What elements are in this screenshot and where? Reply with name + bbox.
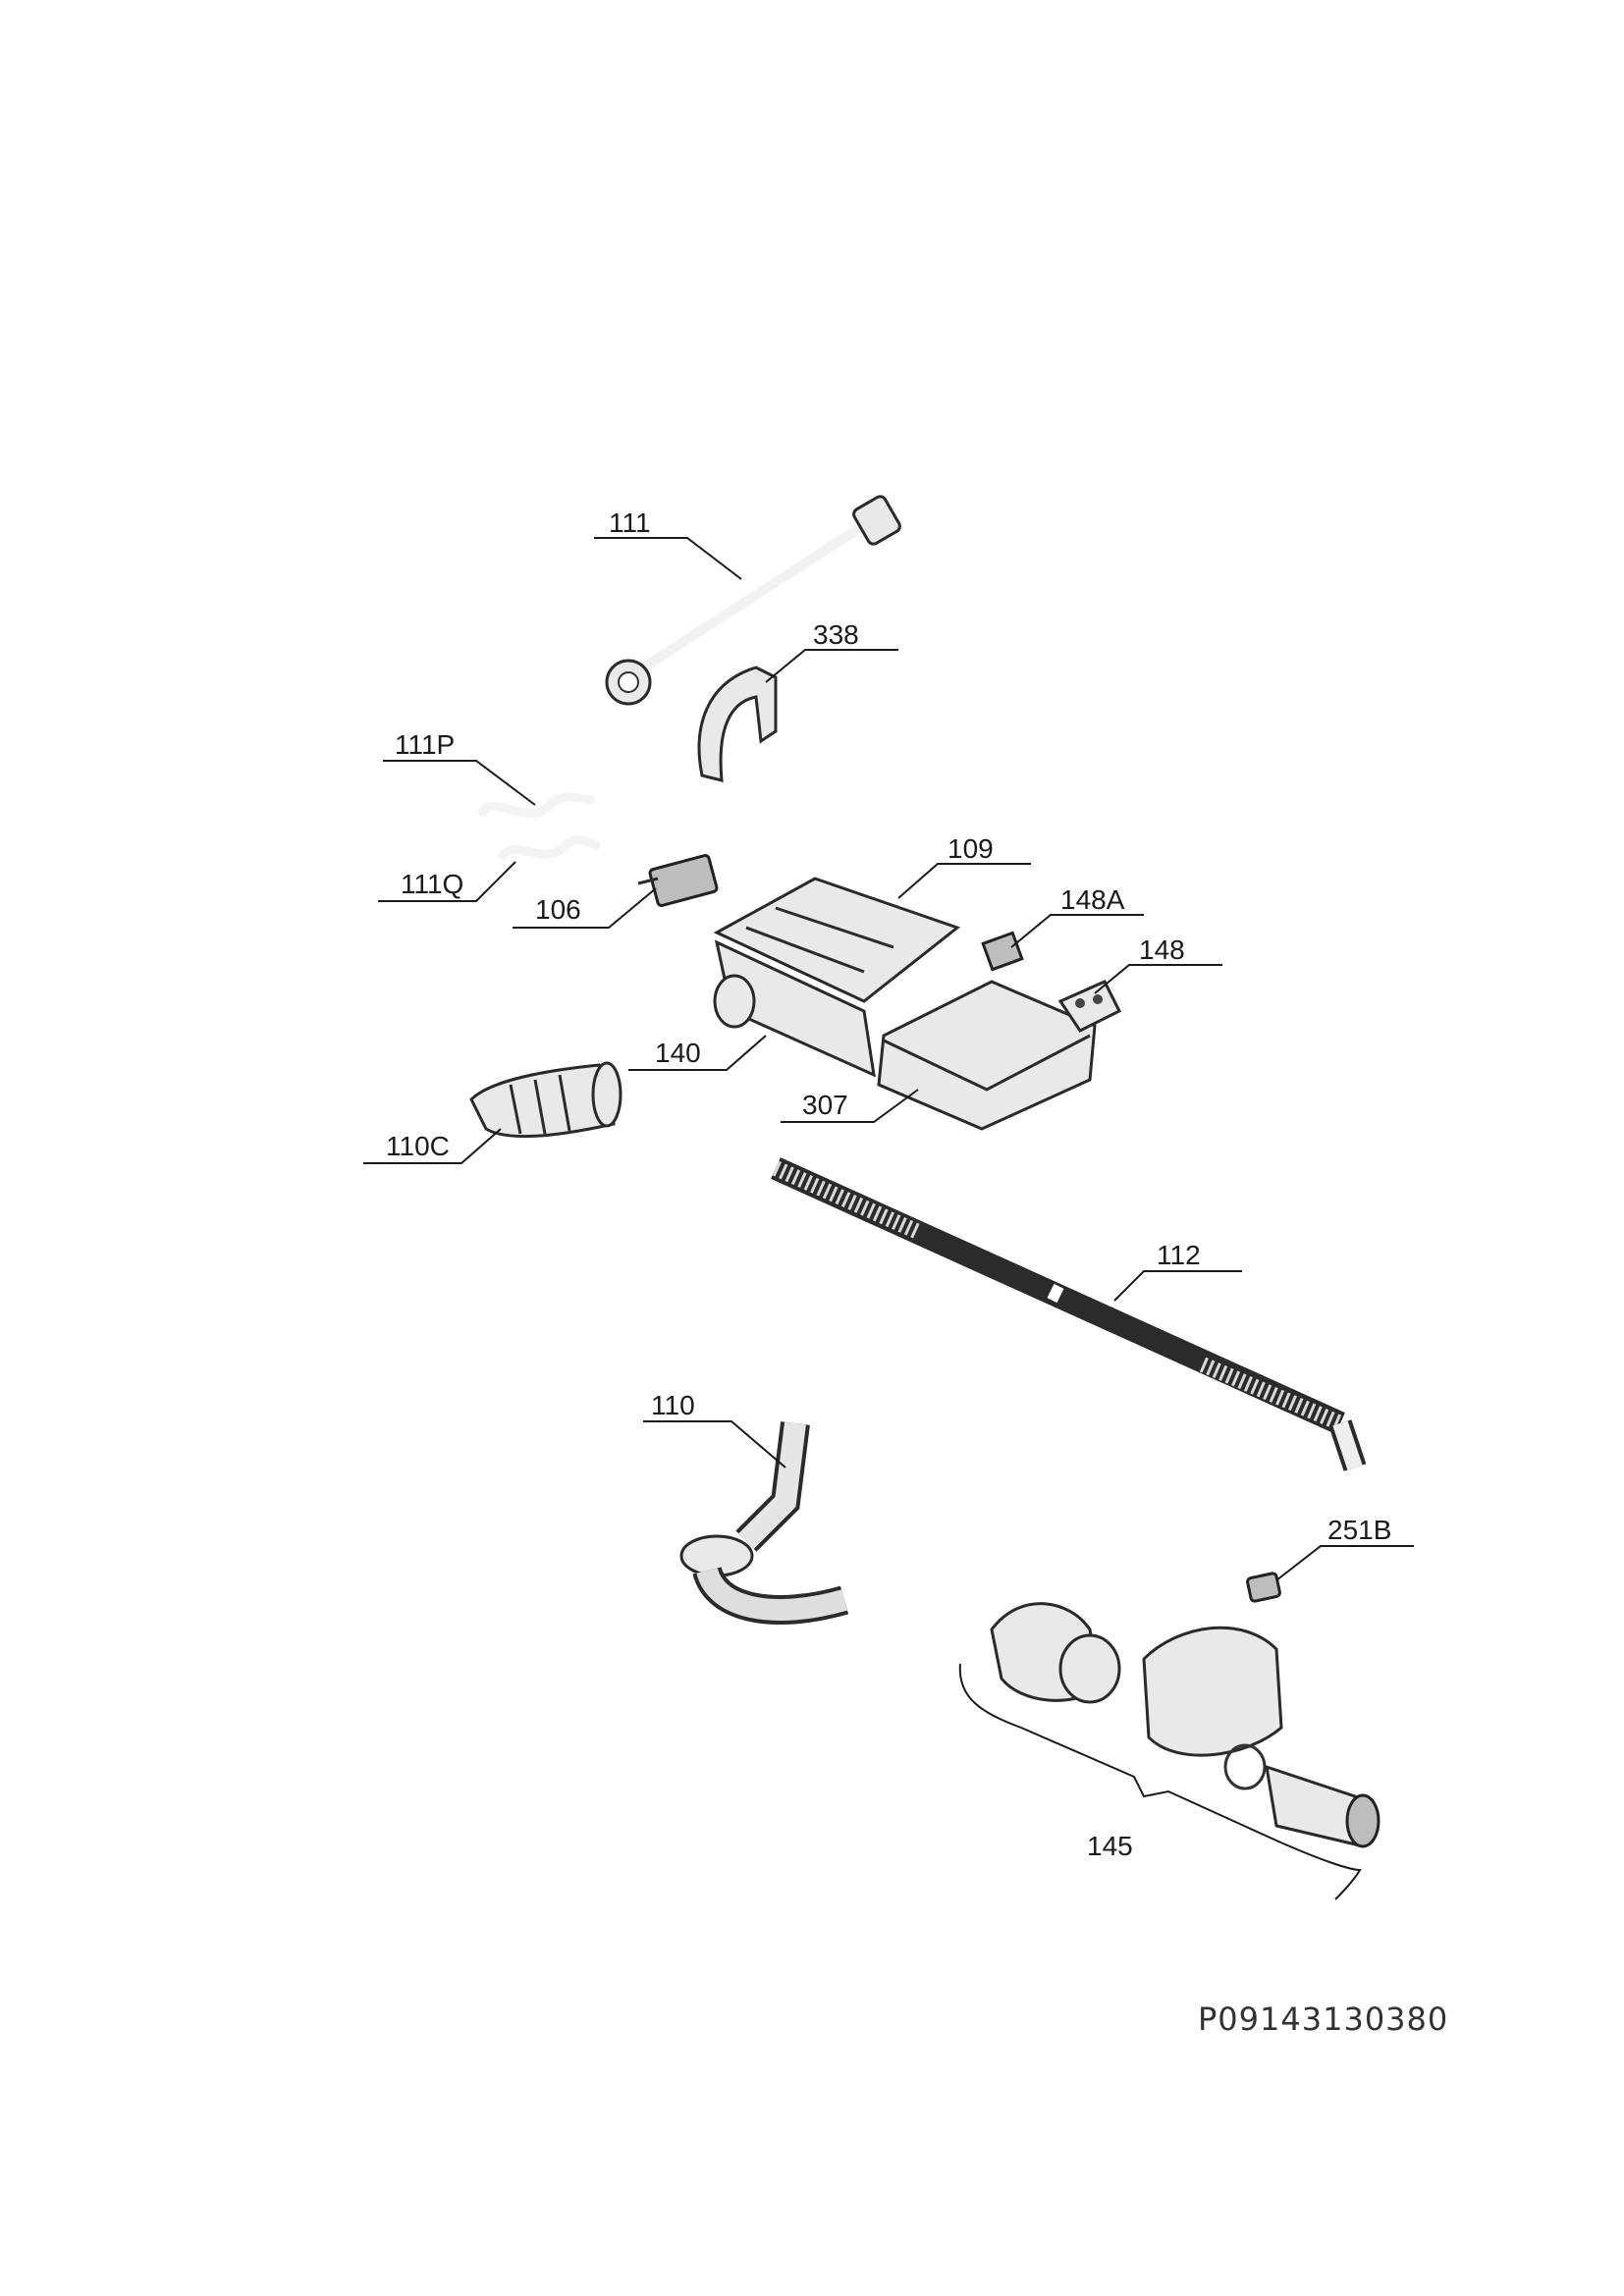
part-140-dispenser-body: [713, 939, 876, 1078]
label-338-text: 338: [813, 619, 859, 650]
part-307-drawer: [877, 980, 1097, 1131]
label-112-text: 112: [1157, 1240, 1201, 1270]
part-110C-bellows: [469, 1061, 623, 1139]
label-111Q: 111Q: [378, 861, 516, 902]
label-110: 110: [643, 1390, 786, 1468]
part-112-drain-hose: [771, 1157, 1367, 1471]
label-112: 112: [1113, 1240, 1242, 1302]
label-145: 145: [958, 1663, 1362, 1900]
part-109-dispenser-top: [713, 877, 961, 1003]
label-106-text: 106: [535, 894, 581, 925]
label-111-text: 111: [609, 507, 651, 538]
label-140-text: 140: [655, 1038, 701, 1068]
label-111Q-text: 111Q: [401, 869, 463, 899]
label-109: 109: [897, 833, 1031, 899]
label-148: 148: [1094, 934, 1222, 994]
part-148A: [981, 931, 1024, 972]
part-111Q-hose: [496, 834, 601, 862]
label-148A-text: 148A: [1060, 884, 1125, 915]
label-109-text: 109: [947, 833, 994, 864]
label-106: 106: [513, 887, 657, 929]
part-338-hose-guide: [697, 666, 778, 782]
label-338: 338: [765, 619, 898, 683]
drawing-code: P09143130380: [1198, 2001, 1448, 2038]
part-106: [637, 854, 719, 907]
label-307: 307: [781, 1089, 919, 1123]
label-251B: 251B: [1275, 1515, 1414, 1581]
label-148A: 148A: [1010, 884, 1144, 948]
label-251B-text: 251B: [1327, 1515, 1391, 1545]
label-140: 140: [628, 1035, 767, 1071]
label-110C-text: 110C: [386, 1131, 450, 1161]
label-148-text: 148: [1139, 934, 1185, 965]
label-110C: 110C: [363, 1128, 502, 1164]
label-111: 111: [594, 507, 742, 580]
label-110-text: 110: [651, 1390, 695, 1420]
part-110-sump-hose: [679, 1421, 849, 1625]
part-148: [1057, 980, 1122, 1033]
part-111P-hose: [476, 792, 595, 819]
part-111-inlet-hose: [605, 495, 901, 706]
label-111P: 111P: [383, 729, 536, 806]
label-145-text: 145: [1087, 1831, 1133, 1861]
part-145-drain-pump: [990, 1602, 1380, 1848]
label-307-text: 307: [802, 1090, 848, 1120]
label-111P-text: 111P: [395, 729, 455, 760]
part-251B: [1246, 1572, 1281, 1603]
